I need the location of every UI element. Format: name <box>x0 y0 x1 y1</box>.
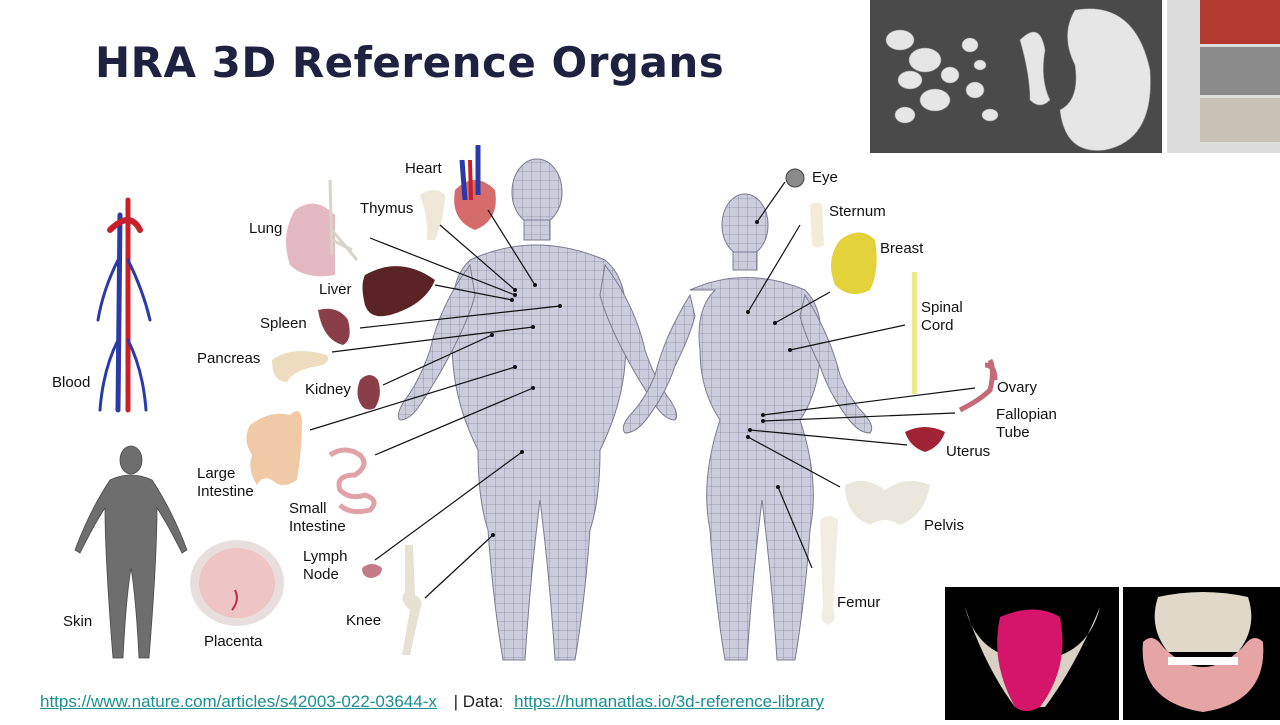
label-placenta: Placenta <box>204 633 263 650</box>
label-thymus: Thymus <box>360 200 414 217</box>
label-fallopian-tube: Fallopian Tube <box>996 406 1057 441</box>
label-kidney: Kidney <box>305 381 351 398</box>
female-body-mesh <box>622 193 873 661</box>
heart-model <box>454 145 496 230</box>
label-eye: Eye <box>812 169 838 186</box>
pancreas-model <box>272 351 328 382</box>
skin-model <box>74 445 188 659</box>
breast-model <box>831 232 877 294</box>
lymph-node-model <box>362 564 382 578</box>
organ-models-preview <box>870 0 1162 153</box>
label-liver: Liver <box>319 281 352 298</box>
label-pelvis: Pelvis <box>924 517 965 534</box>
label-spinal-cord: Spinal Cord <box>921 299 963 334</box>
liver-model <box>362 266 435 317</box>
participant-tile-2 <box>1200 47 1280 95</box>
label-lymph-node: Lymph Node <box>303 548 348 583</box>
label-blood: Blood <box>52 374 91 391</box>
label-knee: Knee <box>346 612 382 629</box>
label-ovary: Ovary <box>997 379 1038 396</box>
spinal-cord-model <box>912 272 917 394</box>
video-call-thumbnails <box>1167 0 1280 153</box>
kidney-model <box>357 375 380 410</box>
paper-link[interactable]: https://www.nature.com/articles/s42003-0… <box>40 692 437 711</box>
label-spleen: Spleen <box>260 315 307 332</box>
knee-model <box>402 545 422 655</box>
small-intestine-model <box>328 447 377 515</box>
blood-vessel-model <box>96 197 152 413</box>
slide-title: HRA 3D Reference Organs <box>95 38 725 87</box>
tongue-model-render <box>945 587 1119 720</box>
label-pancreas: Pancreas <box>197 350 261 367</box>
label-small-intestine: Small Intestine <box>289 500 346 535</box>
label-large-intestine: Large Intestine <box>197 465 254 500</box>
eye-model <box>785 168 805 188</box>
large-intestine-model <box>246 411 302 485</box>
spleen-model <box>318 308 350 345</box>
label-breast: Breast <box>880 240 924 257</box>
thymus-model <box>420 190 445 240</box>
lung-model <box>286 179 359 277</box>
label-skin: Skin <box>63 613 93 630</box>
leader-lines <box>309 181 976 599</box>
leader-dots <box>490 220 792 537</box>
data-separator: | Data: <box>453 692 504 711</box>
placenta-model <box>190 540 284 626</box>
femur-model <box>820 516 838 625</box>
label-lung: Lung <box>249 220 283 237</box>
participant-tile-3 <box>1200 98 1280 142</box>
sternum-model <box>810 202 824 248</box>
participant-tile-1 <box>1200 0 1280 44</box>
label-sternum: Sternum <box>829 203 886 220</box>
label-uterus: Uterus <box>946 443 991 460</box>
label-femur: Femur <box>837 594 881 611</box>
label-heart: Heart <box>405 160 442 177</box>
ovary-fallopian-model <box>958 358 998 413</box>
pelvis-model <box>845 481 930 525</box>
jaw-model-render <box>1123 587 1280 720</box>
uterus-model <box>905 427 945 452</box>
data-link[interactable]: https://humanatlas.io/3d-reference-libra… <box>514 692 825 711</box>
footer-sources: https://www.nature.com/articles/s42003-0… <box>40 692 824 712</box>
